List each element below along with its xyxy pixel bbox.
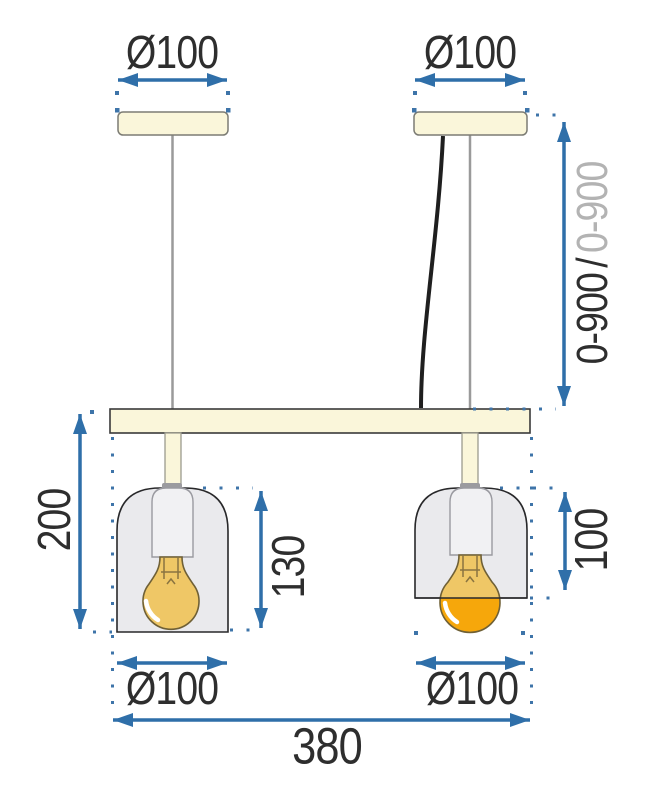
bulb-right-orange-tip: [440, 598, 500, 633]
dim-label-fixture-height: 200: [28, 488, 80, 552]
stem-left: [164, 432, 182, 486]
bulb-highlight-left: [143, 598, 161, 623]
dim-label-cable-length: 0-900 / 0-900: [568, 161, 617, 365]
dim-label-shade-right-diameter: Ø100: [425, 662, 519, 714]
left-lamp: [116, 483, 229, 633]
dim-label-inner-height: 130: [262, 535, 314, 599]
dim-label-shade-height-right: 100: [565, 508, 617, 572]
ceiling-canopy-right: [413, 111, 528, 136]
power-cable: [419, 135, 445, 409]
guide-dots: [90, 91, 530, 635]
dim-label-total-width: 380: [292, 717, 363, 775]
socket-left: [151, 487, 194, 558]
bulb-right-outline: [439, 554, 501, 634]
filament-right: [460, 555, 480, 583]
dim-label-shade-left-diameter: Ø100: [125, 662, 219, 714]
guide-dotted-lines: [93, 113, 560, 716]
mounting-bar: [109, 408, 531, 434]
ceiling-canopy-left: [117, 111, 229, 136]
dim-label-canopy-right-diameter: Ø100: [423, 26, 517, 78]
cable-length-primary: 0-900: [568, 273, 617, 365]
dimension-arrows: [73, 73, 572, 727]
cable-length-separator: /: [568, 258, 617, 268]
stem-right: [461, 432, 479, 486]
filament-left: [161, 557, 181, 585]
bulb-highlight-right: [442, 600, 460, 625]
cable-length-secondary: 0-900: [568, 161, 617, 253]
dim-label-canopy-left-diameter: Ø100: [125, 26, 219, 78]
socket-right: [449, 487, 493, 556]
right-lamp: [414, 483, 528, 634]
bulb-left: [142, 556, 200, 631]
